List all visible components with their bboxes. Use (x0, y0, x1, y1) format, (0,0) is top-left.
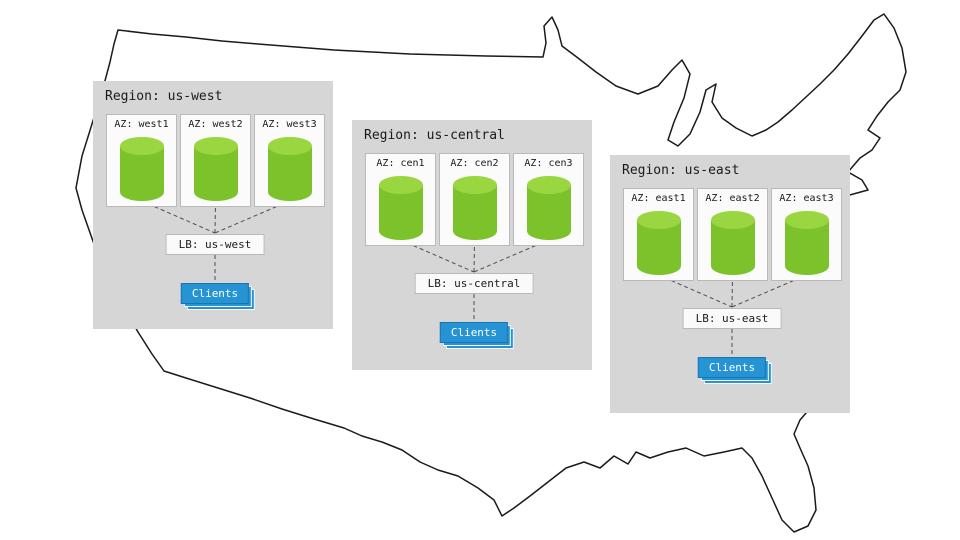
connector-lines (400, 239, 549, 321)
database-cylinder-icon (636, 211, 681, 275)
region-title: Region: us-west (105, 89, 223, 104)
database-cylinder-icon (378, 176, 423, 240)
connector-lines (141, 200, 290, 282)
database-cylinder-icon (710, 211, 755, 275)
clients-box: Clients (439, 322, 509, 343)
clients-box: Clients (180, 283, 250, 304)
clients-label: Clients (191, 287, 239, 300)
region-box-us-central: Region: us-central AZ: cen1 AZ: cen2 AZ:… (352, 120, 592, 370)
clients-stack: Clients (180, 283, 256, 310)
az-label: AZ: east1 (631, 193, 686, 204)
connector-lines (658, 274, 807, 356)
az-row: AZ: cen1 AZ: cen2 AZ: cen3 (365, 153, 584, 246)
az-box: AZ: west1 (106, 114, 177, 207)
az-label: AZ: cen3 (524, 158, 573, 169)
az-label: AZ: west2 (188, 119, 243, 130)
az-label: AZ: east2 (705, 193, 760, 204)
load-balancer-box: LB: us-east (682, 308, 782, 329)
database-cylinder-icon (526, 176, 571, 240)
az-box: AZ: east1 (623, 188, 694, 281)
database-cylinder-icon (119, 137, 164, 201)
az-box: AZ: west3 (254, 114, 325, 207)
az-box: AZ: east2 (697, 188, 768, 281)
clients-stack: Clients (697, 357, 773, 384)
az-box: AZ: west2 (180, 114, 251, 207)
clients-label: Clients (708, 361, 756, 374)
region-box-us-west: Region: us-west AZ: west1 AZ: west2 AZ: … (93, 81, 333, 329)
az-label: AZ: west3 (262, 119, 317, 130)
database-cylinder-icon (193, 137, 238, 201)
az-label: AZ: east3 (779, 193, 834, 204)
az-label: AZ: cen2 (450, 158, 499, 169)
az-box: AZ: east3 (771, 188, 842, 281)
load-balancer-box: LB: us-west (165, 234, 265, 255)
clients-box: Clients (697, 357, 767, 378)
load-balancer-label: LB: us-central (427, 277, 521, 290)
az-box: AZ: cen1 (365, 153, 436, 246)
az-box: AZ: cen3 (513, 153, 584, 246)
database-cylinder-icon (784, 211, 829, 275)
database-cylinder-icon (267, 137, 312, 201)
az-label: AZ: west1 (114, 119, 169, 130)
az-row: AZ: west1 AZ: west2 AZ: west3 (106, 114, 325, 207)
region-title: Region: us-east (622, 163, 740, 178)
clients-stack: Clients (439, 322, 515, 349)
load-balancer-label: LB: us-east (695, 312, 769, 325)
az-row: AZ: east1 AZ: east2 AZ: east3 (623, 188, 842, 281)
clients-label: Clients (450, 326, 498, 339)
az-label: AZ: cen1 (376, 158, 425, 169)
region-title: Region: us-central (364, 128, 505, 143)
load-balancer-label: LB: us-west (178, 238, 252, 251)
database-cylinder-icon (452, 176, 497, 240)
az-box: AZ: cen2 (439, 153, 510, 246)
region-box-us-east: Region: us-east AZ: east1 AZ: east2 AZ: … (610, 155, 850, 413)
load-balancer-box: LB: us-central (414, 273, 534, 294)
